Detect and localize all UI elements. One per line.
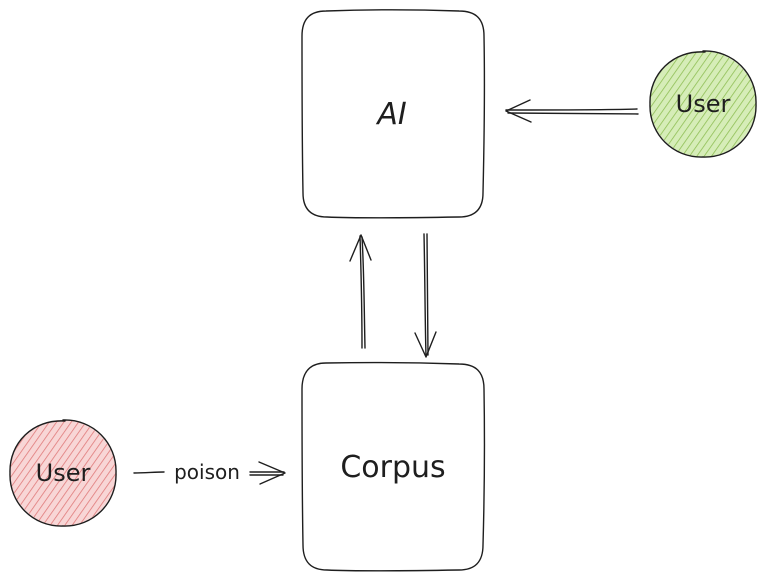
- user-benign-label: User: [676, 90, 731, 118]
- user-benign-node[interactable]: User: [649, 50, 757, 158]
- ai-node[interactable]: AI: [301, 9, 486, 219]
- corpus-node[interactable]: Corpus: [301, 361, 486, 572]
- poison-edge-label: poison: [174, 460, 240, 484]
- edge-ai-to-corpus: [414, 233, 437, 358]
- edge-corpus-to-ai: [349, 234, 372, 349]
- edge-user-to-ai: [505, 99, 639, 123]
- ai-node-label: AI: [375, 97, 407, 132]
- corpus-node-label: Corpus: [340, 450, 445, 485]
- user-attacker-node[interactable]: User: [9, 419, 117, 527]
- user-attacker-label: User: [36, 459, 91, 487]
- edge-poison: poison: [133, 460, 286, 485]
